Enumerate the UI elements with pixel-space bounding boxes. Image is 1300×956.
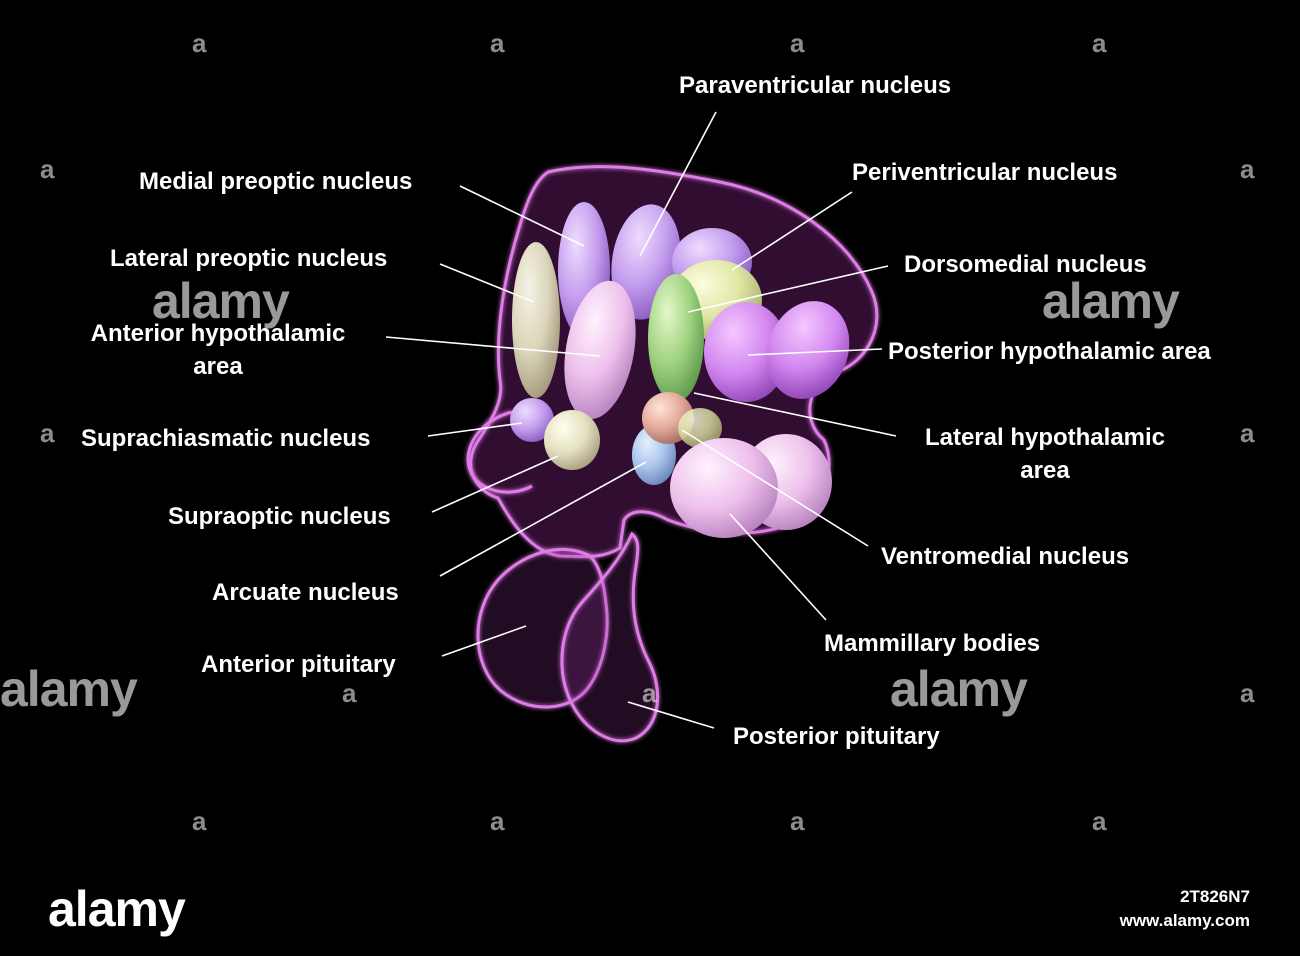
label-dorsomedial-nucleus: Dorsomedial nucleus	[904, 251, 1147, 278]
label-suprachiasmatic-nucleus: Suprachiasmatic nucleus	[81, 425, 371, 452]
label-lateral-hypothalamic-line1: Lateral hypothalamic	[924, 424, 1166, 451]
leader-lines	[385, 111, 897, 729]
leader-mammillary	[729, 513, 827, 621]
watermark-brand: alamy	[890, 661, 1028, 717]
label-lateral-hypothalamic-line2: area	[1020, 457, 1070, 484]
posterior-hypothalamic-shape-1	[704, 302, 788, 402]
leader-medial-preoptic	[459, 185, 585, 247]
brand-logo: alamy	[48, 881, 186, 937]
medial-green-shape	[648, 274, 704, 402]
label-anterior-hypothalamic-line2: area	[193, 353, 243, 380]
watermark-mark: a	[40, 154, 55, 184]
watermark-mark: a	[1240, 418, 1255, 448]
watermark-mark: a	[1092, 28, 1107, 58]
optic-loop-shape	[466, 410, 533, 494]
label-anterior-hypothalamic-line1: Anterior hypothalamic	[90, 320, 346, 347]
label-lateral-hypothalamic-area: Lateral hypothalamic area	[898, 421, 1192, 487]
label-posterior-pituitary: Posterior pituitary	[733, 723, 940, 750]
leader-dorsomedial	[687, 265, 889, 313]
leader-anterior-hypothalamic	[385, 336, 601, 357]
watermark-mark: a	[1092, 806, 1107, 836]
watermark-mark: a	[790, 28, 805, 58]
anterior-hypothalamic-shape	[564, 280, 636, 420]
brand-url: www.alamy.com	[1119, 911, 1250, 930]
label-periventricular-nucleus: Periventricular nucleus	[852, 159, 1118, 186]
watermark-mark: a	[490, 28, 505, 58]
watermark-brand: alamy	[1042, 273, 1180, 329]
leader-paraventricular	[639, 111, 717, 257]
label-arcuate-nucleus: Arcuate nucleus	[212, 579, 399, 606]
mammillary-shape-front	[670, 438, 778, 538]
watermark-mark: a	[1240, 154, 1255, 184]
label-posterior-hypothalamic-area: Posterior hypothalamic area	[888, 338, 1211, 365]
leader-posterior-pituitary	[627, 701, 715, 729]
watermark-mark: a	[40, 418, 55, 448]
watermark-mark: a	[1240, 678, 1255, 708]
label-supraoptic-nucleus: Supraoptic nucleus	[168, 503, 391, 530]
posterior-hypothalamic-shape-2	[766, 301, 850, 399]
watermark-mark: a	[192, 806, 207, 836]
label-medial-preoptic-nucleus: Medial preoptic nucleus	[139, 168, 413, 195]
watermark-mark: a	[192, 28, 207, 58]
label-anterior-hypothalamic-area: Anterior hypothalamic area	[64, 317, 372, 383]
leader-suprachiasmatic	[427, 422, 523, 437]
label-lateral-preoptic-nucleus: Lateral preoptic nucleus	[110, 245, 388, 272]
label-mammillary-bodies: Mammillary bodies	[824, 630, 1041, 657]
leader-lateral-preoptic	[439, 263, 535, 303]
leader-anterior-pituitary	[441, 625, 527, 657]
leader-lateral-hypothalamic	[693, 392, 897, 437]
image-id: 2T826N7	[1180, 887, 1250, 906]
posterior-pituitary-shape	[560, 531, 660, 743]
watermark-mark: a	[642, 678, 657, 708]
label-paraventricular-nucleus: Paraventricular nucleus	[679, 72, 952, 99]
ventromedial-shape	[678, 408, 722, 448]
leader-ventromedial	[681, 429, 869, 547]
supraoptic-shape	[544, 410, 600, 470]
leader-posterior-hypothalamic	[747, 348, 883, 356]
watermark-mark: a	[342, 678, 357, 708]
watermark-brand: alamy	[0, 661, 138, 717]
leader-arcuate	[439, 461, 647, 577]
watermark-brand: alamy	[152, 273, 290, 329]
label-ventromedial-nucleus: Ventromedial nucleus	[881, 543, 1130, 570]
suprachiasmatic-shape	[510, 398, 554, 442]
leader-supraoptic	[431, 455, 559, 513]
lateral-preoptic-shape	[512, 242, 560, 398]
leader-periventricular	[731, 191, 853, 271]
watermark-mark: a	[490, 806, 505, 836]
watermark-mark: a	[790, 806, 805, 836]
label-anterior-pituitary: Anterior pituitary	[201, 651, 396, 678]
